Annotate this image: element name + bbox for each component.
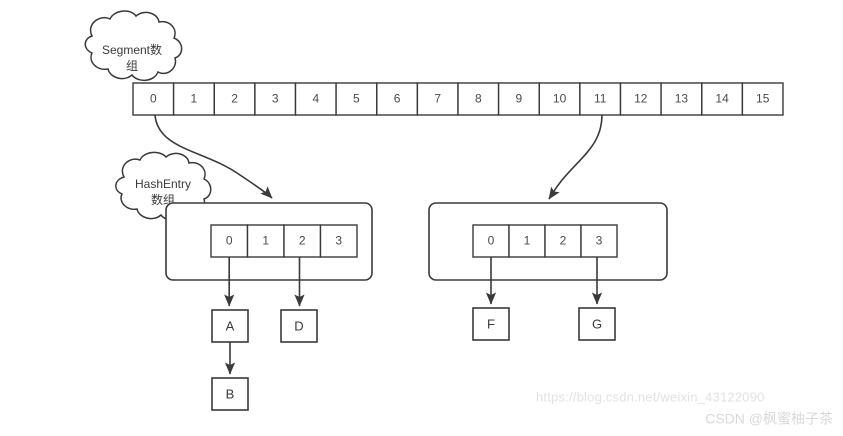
node-f[interactable]: F: [472, 307, 510, 341]
segment-cell-label-11: 11: [594, 92, 607, 106]
node-b-label: B: [226, 386, 235, 401]
segment-11-hashentry-label-2: 2: [560, 234, 567, 248]
segment-cell-label-7: 7: [434, 92, 441, 106]
watermark-url: https://blog.csdn.net/weixin_43122090: [536, 389, 765, 404]
segment-cell-4[interactable]: [294, 82, 337, 116]
connector-segment11-to-hashentry: [548, 114, 603, 200]
segment-cell-12[interactable]: [619, 82, 662, 116]
hashentry-cloud-line1: HashEntry: [135, 177, 191, 191]
segment-cell-10[interactable]: [538, 82, 581, 116]
node-b[interactable]: B: [211, 377, 249, 411]
watermark-signature: CSDN @枫蜜柚子茶: [705, 411, 833, 427]
segment-cell-1[interactable]: [172, 82, 215, 116]
node-d[interactable]: D: [280, 309, 318, 343]
segment-0-hashentry-cell-3[interactable]: [319, 224, 358, 258]
segment-0-hashentry-label-0: 0: [226, 234, 233, 248]
segment-0-hashentry-cell-2[interactable]: [283, 224, 322, 258]
segment-cell-label-8: 8: [475, 92, 482, 106]
node-g-label: G: [592, 316, 602, 331]
segment-11-hashentry-label-3: 3: [596, 234, 603, 248]
segment-cell-label-14: 14: [715, 92, 729, 106]
segment-cell-label-12: 12: [634, 92, 648, 106]
node-a[interactable]: A: [211, 309, 249, 343]
segment-cloud-line1: Segment数: [102, 42, 162, 57]
segment-11-hashentry-cell-1[interactable]: [508, 224, 546, 258]
segment-cell-8[interactable]: [457, 82, 500, 116]
segment-0-hashentry-label-1: 1: [262, 234, 269, 248]
segment-cell-label-10: 10: [553, 92, 567, 106]
segment-cell-15[interactable]: [741, 82, 784, 116]
segment-0-hashentry-label-3: 3: [335, 234, 342, 248]
segment-cell-3[interactable]: [254, 82, 297, 116]
segment-cell-label-3: 3: [272, 92, 279, 106]
segment-11-hashentry-label-0: 0: [488, 234, 495, 248]
segment-cell-6[interactable]: [376, 82, 419, 116]
segment-11-hashentry-label-1: 1: [524, 234, 531, 248]
segment-cell-label-2: 2: [231, 92, 238, 106]
segment-cell-label-6: 6: [394, 92, 401, 106]
segment-cell-9[interactable]: [497, 82, 540, 116]
segment-cell-5[interactable]: [335, 82, 378, 116]
segment-cell-label-4: 4: [312, 92, 319, 106]
segment-cloud: Segment数 组: [84, 10, 183, 81]
segment-cell-label-0: 0: [150, 92, 157, 106]
segment-cell-label-13: 13: [675, 92, 689, 106]
segment-0-container: 0 1 2 3: [165, 202, 373, 281]
segment-cell-label-1: 1: [191, 92, 198, 106]
segment-cloud-line2: 组: [126, 59, 138, 73]
segment-cell-label-9: 9: [516, 92, 523, 106]
segment-array: 0 1 2 3 4 5 6 7 8 9 10 11 12 13 14 15: [132, 82, 784, 116]
segment-cell-2[interactable]: [213, 82, 256, 116]
connector-segment0-to-hashentry: [154, 114, 273, 199]
segment-cell-label-15: 15: [756, 92, 770, 106]
segment-11-hashentry-cell-3[interactable]: [580, 224, 618, 258]
node-f-label: F: [487, 316, 495, 331]
node-d-label: D: [294, 318, 303, 333]
node-a-label: A: [226, 318, 235, 333]
segment-0-hashentry-cell-1[interactable]: [246, 224, 285, 258]
segment-0-hashentry-label-2: 2: [299, 234, 306, 248]
segment-11-container: 0 1 2 3: [428, 202, 668, 281]
node-g[interactable]: G: [578, 307, 616, 341]
segment-cell-label-5: 5: [353, 92, 360, 106]
